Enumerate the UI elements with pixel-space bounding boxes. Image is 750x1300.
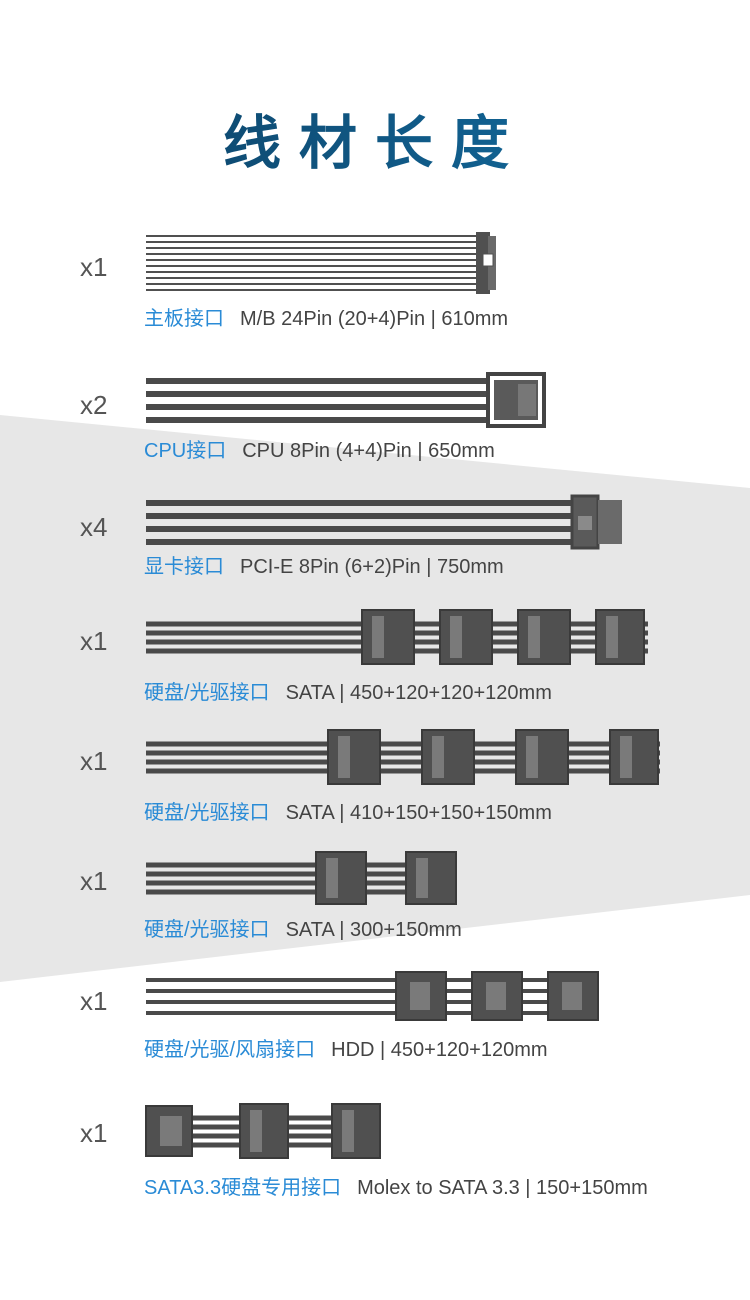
cable-quantity: x1 [80, 252, 108, 282]
cable-caption: CPU接口 CPU 8Pin (4+4)Pin | 650mm [144, 434, 495, 463]
connector-label: 显卡接口 [144, 556, 224, 578]
connector-label: 硬盘/光驱接口 [144, 802, 270, 824]
cable-quantity: x1 [80, 1118, 108, 1148]
connector-label: 硬盘/光驱/风扇接口 [144, 1039, 316, 1061]
connector-label: 硬盘/光驱接口 [144, 919, 270, 941]
connector-spec: SATA | 410+150+150+150mm [285, 802, 552, 824]
connector-spec: SATA | 450+120+120+120mm [285, 682, 552, 704]
connector-spec: CPU 8Pin (4+4)Pin | 650mm [242, 440, 495, 462]
connector-label: CPU接口 [144, 440, 227, 462]
cable-quantity: x1 [80, 866, 108, 896]
connector-spec: M/B 24Pin (20+4)Pin | 610mm [240, 308, 509, 330]
cable-caption: SATA3.3硬盘专用接口 Molex to SATA 3.3 | 150+150… [144, 1171, 648, 1200]
cable-caption: 硬盘/光驱接口 SATA | 300+150mm [144, 913, 462, 942]
cable-quantity: x1 [80, 626, 108, 656]
cable-quantity: x1 [80, 746, 108, 776]
connector-spec: SATA | 300+150mm [285, 919, 462, 941]
cable-caption: 主板接口 M/B 24Pin (20+4)Pin | 610mm [144, 302, 508, 331]
cable-caption: 硬盘/光驱接口 SATA | 450+120+120+120mm [144, 676, 552, 705]
connector-label: 主板接口 [144, 308, 224, 330]
cable-caption: 显卡接口 PCI-E 8Pin (6+2)Pin | 750mm [144, 550, 504, 579]
cable-caption: 硬盘/光驱/风扇接口 HDD | 450+120+120mm [144, 1033, 548, 1062]
page-title: 线材长度 [0, 96, 750, 180]
cable-quantity: x2 [80, 390, 108, 420]
connector-spec: HDD | 450+120+120mm [331, 1039, 548, 1061]
cable-caption: 硬盘/光驱接口 SATA | 410+150+150+150mm [144, 796, 552, 825]
cable-quantity: x1 [80, 986, 108, 1016]
connector-label: SATA3.3硬盘专用接口 [144, 1177, 342, 1199]
connector-spec: Molex to SATA 3.3 | 150+150mm [357, 1177, 648, 1199]
connector-spec: PCI-E 8Pin (6+2)Pin | 750mm [240, 556, 504, 578]
cable-quantity: x4 [80, 512, 108, 542]
connector-label: 硬盘/光驱接口 [144, 682, 270, 704]
